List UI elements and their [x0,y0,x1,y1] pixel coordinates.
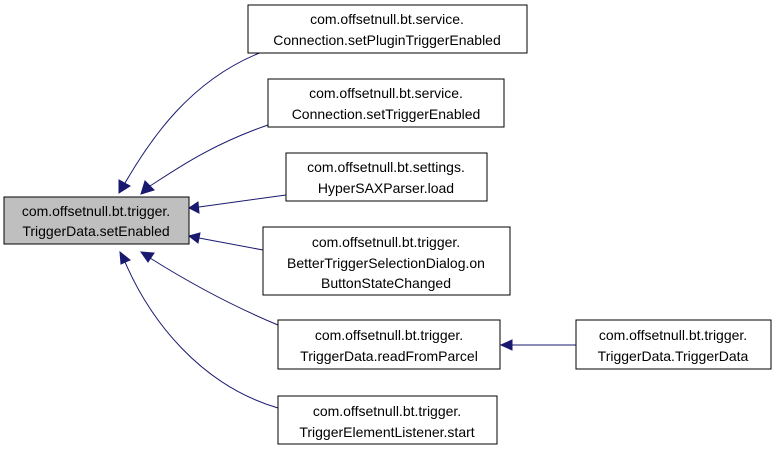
edge-arrowhead [118,179,131,194]
node-setTriggerEnabled[interactable]: com.offsetnull.bt.service. Connection.se… [267,78,505,128]
edge-arrowhead [140,180,155,195]
node-saxLoad[interactable]: com.offsetnull.bt.settings. HyperSAXPars… [285,152,488,202]
edge-saxLoad-to-root [198,194,287,208]
edge-onButtonStateChanged-to-root [198,237,264,251]
edge-arrowhead [119,250,131,265]
node-listenerStart-line-2: TriggerElementListener.start [299,424,474,440]
node-onButtonStateChanged[interactable]: com.offsetnull.bt.trigger. BetterTrigger… [262,226,511,296]
node-readFromParcel-line-2: TriggerData.readFromParcel [300,348,478,364]
node-root[interactable]: com.offsetnull.bt.trigger. TriggerData.s… [3,196,190,245]
node-readFromParcel-line-1: com.offsetnull.bt.trigger. [315,327,463,343]
node-setPluginTriggerEnabled[interactable]: com.offsetnull.bt.service. Connection.se… [247,4,528,54]
node-readFromParcel[interactable]: com.offsetnull.bt.trigger. TriggerData.r… [277,319,501,370]
edge-readFromParcel-to-root [149,257,279,326]
edge-setPluginTriggerEnabled-to-root [124,51,263,184]
node-root-line-1: com.offsetnull.bt.trigger. [22,203,170,219]
nodes: com.offsetnull.bt.trigger. TriggerData.s… [3,4,772,445]
node-triggerDataCtor[interactable]: com.offsetnull.bt.trigger. TriggerData.T… [575,319,772,370]
node-setPluginTriggerEnabled-line-2: Connection.setPluginTriggerEnabled [273,32,501,48]
edges [118,51,576,409]
edge-listenerStart-to-root [124,261,279,409]
node-onButtonStateChanged-line-1: com.offsetnull.bt.trigger. [312,234,460,250]
edge-setTriggerEnabled-to-root [149,124,269,187]
node-triggerDataCtor-line-1: com.offsetnull.bt.trigger. [599,327,747,343]
node-saxLoad-line-2: HyperSAXParser.load [318,180,454,196]
node-setPluginTriggerEnabled-line-1: com.offsetnull.bt.service. [310,11,464,27]
node-listenerStart-line-1: com.offsetnull.bt.trigger. [313,403,461,419]
node-onButtonStateChanged-line-2: BetterTriggerSelectionDialog.on [287,255,485,271]
node-setTriggerEnabled-line-2: Connection.setTriggerEnabled [292,106,481,122]
node-triggerDataCtor-line-2: TriggerData.TriggerData [598,348,749,364]
node-root-line-2: TriggerData.setEnabled [22,223,169,239]
edge-arrowhead [187,232,201,244]
node-onButtonStateChanged-line-3: ButtonStateChanged [321,275,451,291]
node-listenerStart[interactable]: com.offsetnull.bt.trigger. TriggerElemen… [277,395,498,445]
edge-arrowhead [499,339,513,351]
node-setTriggerEnabled-line-1: com.offsetnull.bt.service. [309,85,463,101]
edge-arrowhead [188,201,200,214]
node-saxLoad-line-1: com.offsetnull.bt.settings. [307,159,465,175]
edge-arrowhead [139,251,155,263]
